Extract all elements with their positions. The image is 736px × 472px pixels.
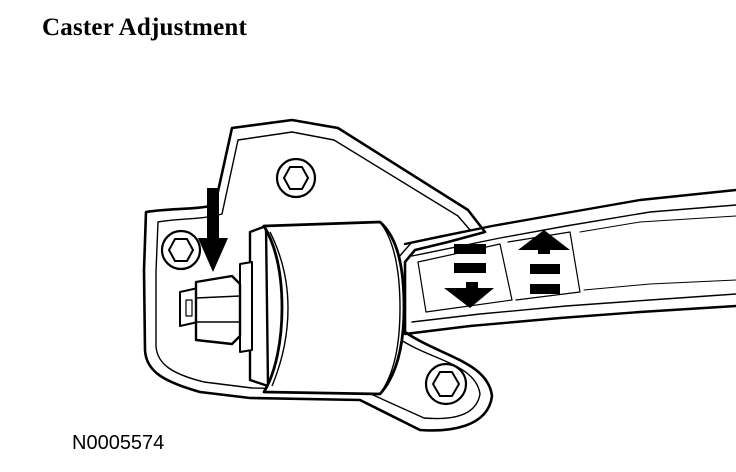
arm-arrow-up bbox=[518, 230, 570, 294]
diagram-title: Caster Adjustment bbox=[42, 14, 248, 41]
mounting-bracket bbox=[142, 118, 494, 432]
figure-reference-number: N0005574 bbox=[72, 432, 165, 454]
control-arm bbox=[403, 188, 736, 336]
bracket-bolt-left bbox=[160, 229, 202, 271]
arm-arrow-down bbox=[444, 244, 494, 308]
bushing-assembly bbox=[239, 220, 406, 396]
adjustment-nut bbox=[179, 274, 242, 346]
bracket-bolt-top bbox=[275, 157, 317, 199]
bracket-bolt-bottom bbox=[424, 362, 468, 406]
adjustment-arrow-down bbox=[198, 188, 228, 272]
